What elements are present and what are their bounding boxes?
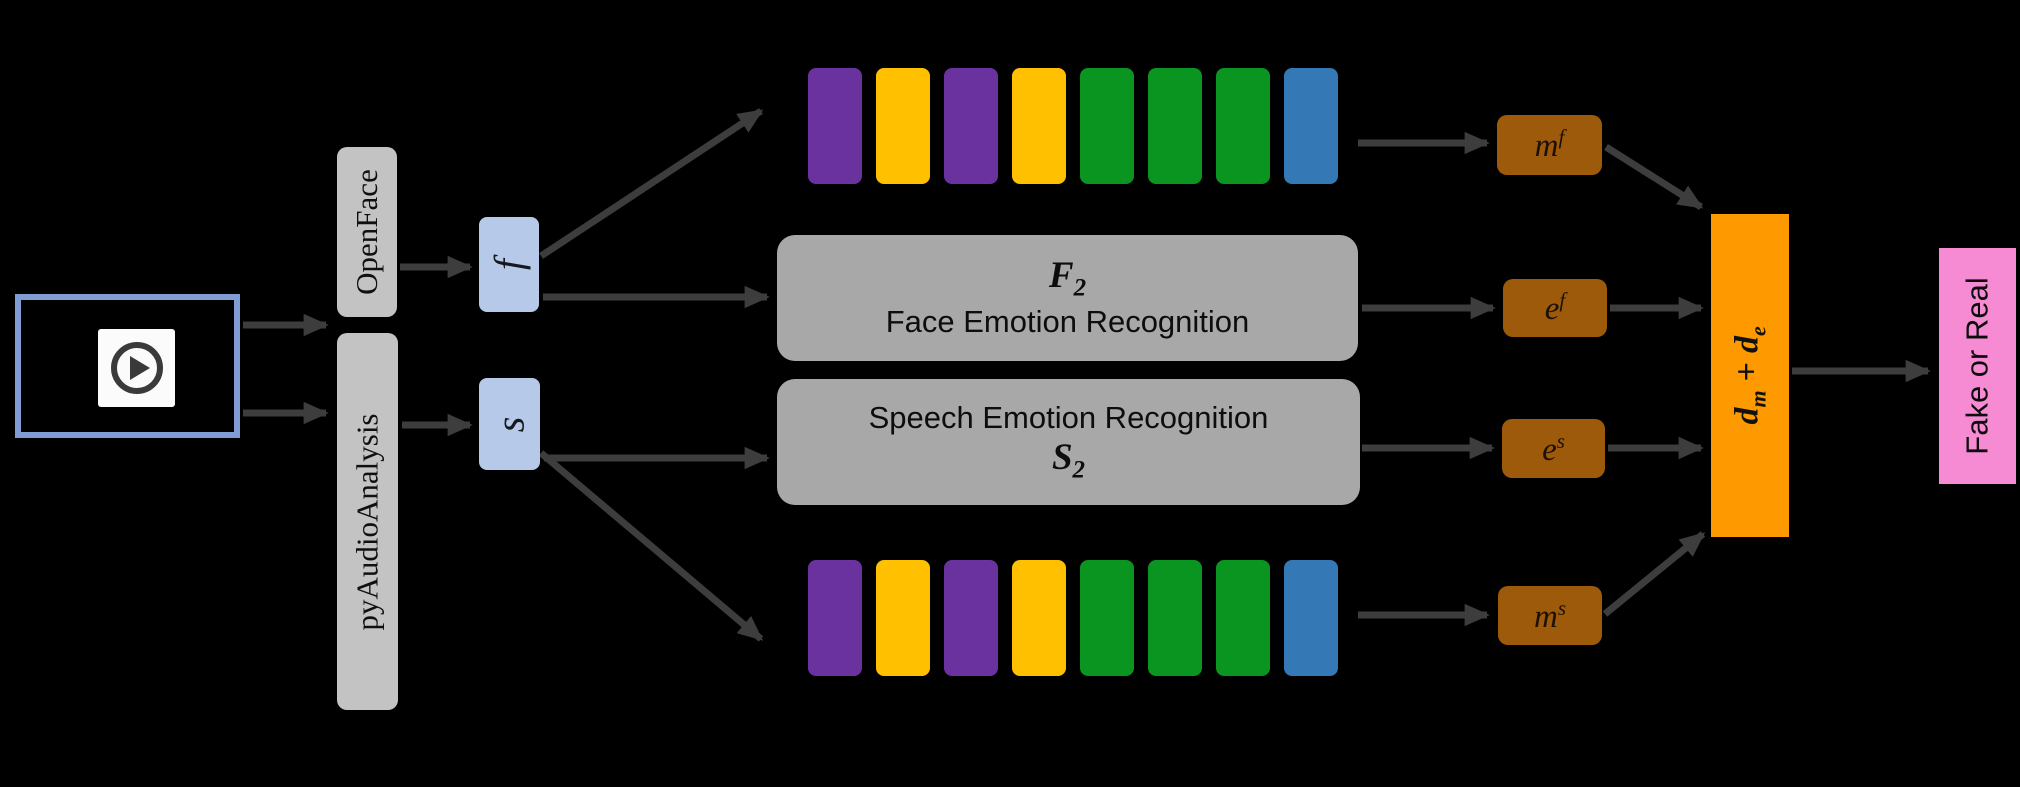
ef-output-box: ef — [1503, 279, 1607, 337]
mf-sup: f — [1558, 125, 1565, 149]
purple-feature-block — [808, 560, 862, 676]
ms-label: ms — [1534, 596, 1566, 636]
yellow-feature-block — [1012, 68, 1066, 184]
blue-feature-block — [1284, 68, 1338, 184]
decision-box: Fake or Real — [1939, 248, 2016, 484]
face-feature-symbol: f — [486, 258, 532, 271]
es-label: es — [1542, 429, 1565, 469]
yellow-feature-block — [876, 560, 930, 676]
speech-model-symbol-sub: 2 — [1072, 456, 1086, 484]
pyaudioanalysis-extractor-box: pyAudioAnalysis — [337, 333, 398, 710]
purple-feature-block — [808, 68, 862, 184]
purple-feature-block — [944, 560, 998, 676]
es-base: e — [1542, 431, 1557, 468]
fusion-label: dm+de — [1729, 326, 1772, 424]
fusion-d2-base: d — [1728, 336, 1766, 354]
video-input-box — [15, 294, 240, 438]
openface-label: OpenFace — [349, 169, 385, 295]
green-feature-block — [1148, 560, 1202, 676]
mf-label: mf — [1535, 125, 1565, 165]
play-icon-ring — [110, 342, 163, 394]
fusion-d1-base: d — [1728, 407, 1766, 425]
fusion-plus: + — [1728, 362, 1766, 382]
openface-extractor-box: OpenFace — [337, 147, 397, 317]
speech-model-symbol-base: S — [1051, 436, 1073, 478]
face-model-symbol-sub: 2 — [1073, 274, 1087, 302]
face-model-label: Face Emotion Recognition — [885, 304, 1250, 340]
fusion-d2-sub: e — [1745, 326, 1771, 337]
bottom-feature-block-row — [808, 560, 1338, 676]
speech-feature-box: s — [479, 378, 540, 470]
face-feature-box: f — [479, 217, 539, 312]
ef-sup: f — [1559, 288, 1566, 312]
play-icon-triangle — [130, 356, 150, 380]
yellow-feature-block — [1012, 560, 1066, 676]
arrow-s-to-bottom-feature-row — [538, 450, 764, 642]
blue-feature-block — [1284, 560, 1338, 676]
green-feature-block — [1216, 560, 1270, 676]
top-feature-block-row — [808, 68, 1338, 184]
green-feature-block — [1080, 68, 1134, 184]
mf-base: m — [1534, 128, 1559, 164]
fusion-d1-sub: m — [1745, 390, 1771, 408]
face-emotion-recognition-box: F2 Face Emotion Recognition — [777, 235, 1358, 361]
decision-label: Fake or Real — [1959, 277, 1995, 455]
arrow-ms-to-fusion — [1602, 531, 1706, 617]
es-sup: s — [1556, 428, 1565, 453]
green-feature-block — [1148, 68, 1202, 184]
ef-base: e — [1544, 291, 1560, 327]
yellow-feature-block — [876, 68, 930, 184]
speech-model-label: Speech Emotion Recognition — [868, 400, 1269, 436]
mf-output-box: mf — [1497, 115, 1602, 175]
fusion-score-box: dm+de — [1711, 214, 1789, 537]
green-feature-block — [1080, 560, 1134, 676]
speech-feature-symbol: s — [486, 416, 532, 432]
pyaudioanalysis-label: pyAudioAnalysis — [349, 413, 385, 630]
ms-sup: s — [1557, 595, 1567, 620]
purple-feature-block — [944, 68, 998, 184]
es-output-box: es — [1502, 419, 1605, 478]
ms-base: m — [1533, 598, 1558, 635]
arrow-mf-to-fusion — [1604, 144, 1704, 210]
ef-label: ef — [1545, 288, 1566, 328]
speech-emotion-recognition-box: Speech Emotion Recognition S2 — [777, 379, 1360, 505]
face-model-symbol: F2 — [1048, 255, 1087, 302]
arrow-f-to-top-feature-row — [539, 108, 764, 259]
green-feature-block — [1216, 68, 1270, 184]
speech-model-symbol: S2 — [1051, 436, 1086, 484]
face-model-symbol-base: F — [1048, 255, 1074, 297]
ms-output-box: ms — [1498, 586, 1602, 645]
play-circle-icon — [98, 329, 175, 407]
